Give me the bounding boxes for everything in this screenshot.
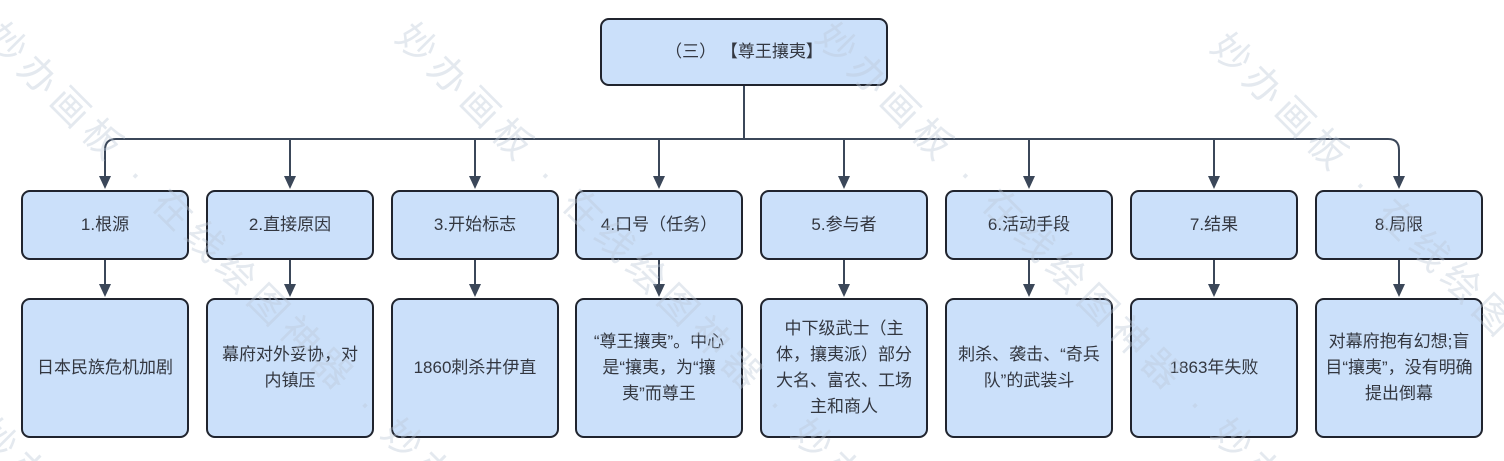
arrowhead-icon [1023, 176, 1035, 189]
branch-detail-label: 日本民族危机加剧 [37, 358, 173, 377]
branch-detail-node-2[interactable]: 幕府对外妥协，对内镇压 [206, 298, 374, 438]
branch-detail-node-5[interactable]: 中下级武士（主体，攘夷派）部分大名、富农、工场主和商人 [760, 298, 928, 438]
branch-title-label: 1.根源 [80, 215, 130, 234]
branch-detail-node-1[interactable]: 日本民族危机加剧 [21, 298, 189, 438]
root-node-label: （三） 【尊王攘夷】 [665, 42, 823, 61]
branch-detail-node-8[interactable]: 对幕府抱有幻想;盲目“攘夷”，没有明确提出倒幕 [1315, 298, 1483, 438]
arrowhead-icon [1023, 284, 1035, 297]
branch-detail-label: “尊王攘夷”。中心是“攘夷，为“攘夷”而尊王 [593, 332, 725, 403]
branch-title-label: 3.开始标志 [433, 215, 517, 234]
branch-title-node-4[interactable]: 4.口号（任务） [575, 190, 743, 260]
branch-title-node-6[interactable]: 6.活动手段 [945, 190, 1113, 260]
branch-detail-node-7[interactable]: 1863年失败 [1130, 298, 1298, 438]
branch-title-label: 8.局限 [1374, 215, 1424, 234]
arrowhead-icon [838, 284, 850, 297]
branch-title-label: 5.参与者 [811, 215, 877, 234]
branch-title-label: 6.活动手段 [987, 215, 1071, 234]
arrowhead-icon [653, 176, 665, 189]
connector-line [104, 138, 1400, 177]
branch-title-node-7[interactable]: 7.结果 [1130, 190, 1298, 260]
branch-detail-node-4[interactable]: “尊王攘夷”。中心是“攘夷，为“攘夷”而尊王 [575, 298, 743, 438]
branch-detail-label: 对幕府抱有幻想;盲目“攘夷”，没有明确提出倒幕 [1325, 332, 1473, 403]
arrowhead-icon [284, 284, 296, 297]
arrowhead-icon [99, 176, 111, 189]
arrowhead-icon [469, 176, 481, 189]
branch-title-node-8[interactable]: 8.局限 [1315, 190, 1483, 260]
branch-title-node-3[interactable]: 3.开始标志 [391, 190, 559, 260]
branch-detail-label: 刺杀、袭击、“奇兵队”的武装斗 [958, 345, 1100, 390]
branch-detail-label: 1860刺杀井伊直 [413, 358, 537, 377]
arrowhead-icon [1393, 176, 1405, 189]
branch-title-node-2[interactable]: 2.直接原因 [206, 190, 374, 260]
branch-detail-label: 中下级武士（主体，攘夷派）部分大名、富农、工场主和商人 [776, 319, 912, 416]
branch-detail-label: 1863年失败 [1169, 358, 1259, 377]
branch-detail-label: 幕府对外妥协，对内镇压 [222, 345, 358, 390]
branch-title-node-5[interactable]: 5.参与者 [760, 190, 928, 260]
arrowhead-icon [284, 176, 296, 189]
branch-detail-node-6[interactable]: 刺杀、袭击、“奇兵队”的武装斗 [945, 298, 1113, 438]
branch-title-label: 4.口号（任务） [600, 215, 718, 234]
arrowhead-icon [99, 284, 111, 297]
root-node[interactable]: （三） 【尊王攘夷】 [600, 18, 888, 86]
branch-title-label: 2.直接原因 [248, 215, 332, 234]
arrowhead-icon [838, 176, 850, 189]
arrowhead-icon [1208, 284, 1220, 297]
branch-title-node-1[interactable]: 1.根源 [21, 190, 189, 260]
branch-detail-node-3[interactable]: 1860刺杀井伊直 [391, 298, 559, 438]
branch-title-label: 7.结果 [1189, 215, 1239, 234]
arrowhead-icon [1208, 176, 1220, 189]
arrowhead-icon [653, 284, 665, 297]
arrowhead-icon [1393, 284, 1405, 297]
arrowhead-icon [469, 284, 481, 297]
